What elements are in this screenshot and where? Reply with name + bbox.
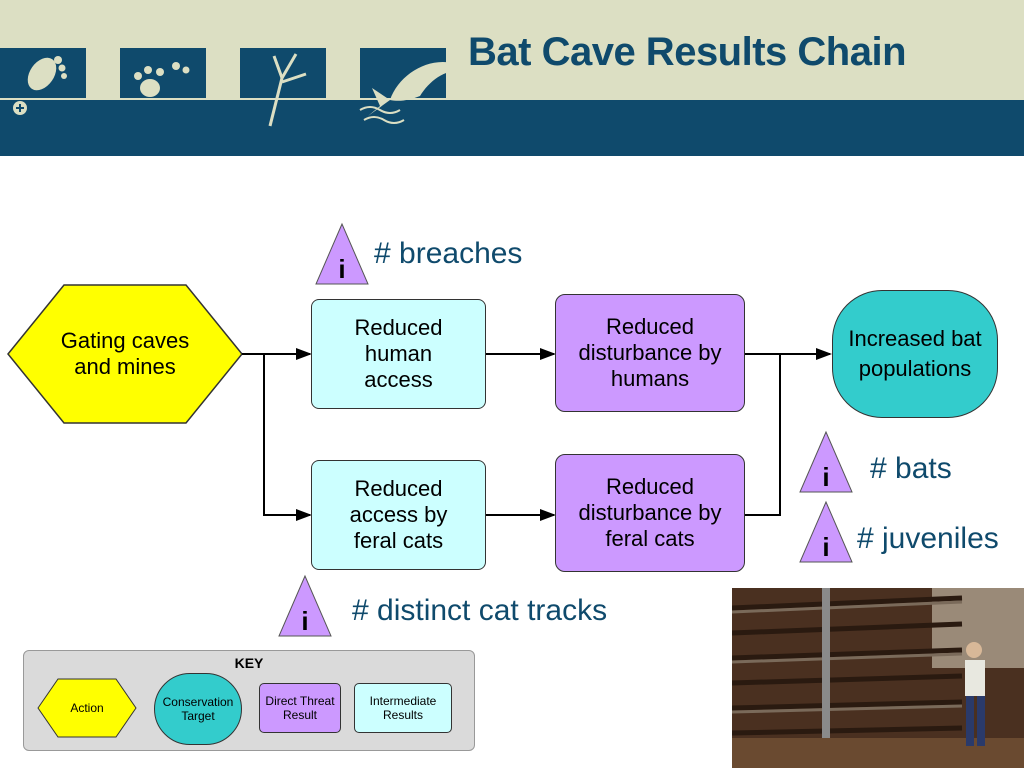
action-label: Gating caves and mines	[60, 328, 190, 379]
key-title: KEY	[234, 655, 264, 671]
key-panel: KEY Action Conservation Target Direct Th…	[23, 650, 475, 751]
indicator-bats: # bats	[870, 452, 952, 485]
plant-icon-tile	[240, 48, 326, 127]
arrow-action-to-cat-access	[263, 354, 312, 521]
footprint-icon-tile	[0, 48, 86, 115]
cave-gate-image	[732, 588, 1024, 768]
connectors	[242, 348, 832, 521]
indicator-glyph: i	[338, 254, 346, 284]
arrow-cat-disturbance-to-target	[745, 354, 781, 516]
key-action-hexagon	[37, 678, 137, 738]
key-shapes	[37, 678, 137, 738]
indicator-icon	[278, 574, 332, 637]
paw-print-icon-tile	[120, 48, 206, 98]
key-intermediate-results: Intermediate Results	[354, 683, 452, 733]
indicator-glyph: i	[301, 606, 309, 636]
indicator-icon	[315, 222, 369, 285]
page-title: Bat Cave Results Chain	[468, 30, 907, 74]
cave-gate-photo	[732, 588, 1024, 768]
threat-result-humans: Reduced disturbance by humans	[555, 294, 745, 412]
paw-print-icon	[134, 62, 190, 97]
footprint-icon	[13, 56, 67, 115]
person-figure	[965, 642, 985, 746]
indicator-juveniles: # juveniles	[857, 522, 999, 555]
fish-icon-tile	[359, 48, 468, 124]
intermediate-result-cat-access: Reduced access by feral cats	[311, 460, 486, 570]
threat-result-feral-cats: Reduced disturbance by feral cats	[555, 454, 745, 572]
plant-icon	[268, 53, 307, 127]
intermediate-result-human-access: Reduced human access	[311, 299, 486, 409]
indicator-glyph: i	[822, 462, 830, 492]
indicator-icon	[799, 430, 853, 493]
key-action: Action	[70, 701, 104, 715]
indicator-icon	[799, 500, 853, 563]
indicator-cat-tracks: # distinct cat tracks	[352, 594, 608, 627]
key-conservation-target: Conservation Target	[154, 673, 242, 745]
fish-icon	[359, 61, 468, 124]
indicator-triangles	[278, 222, 853, 637]
conservation-target-bats: Increased bat populations	[832, 290, 998, 418]
header-bar	[0, 100, 1024, 156]
indicator-glyph: i	[822, 532, 830, 562]
indicator-breaches: # breaches	[374, 237, 523, 270]
key-direct-threat-result: Direct Threat Result	[259, 683, 341, 733]
